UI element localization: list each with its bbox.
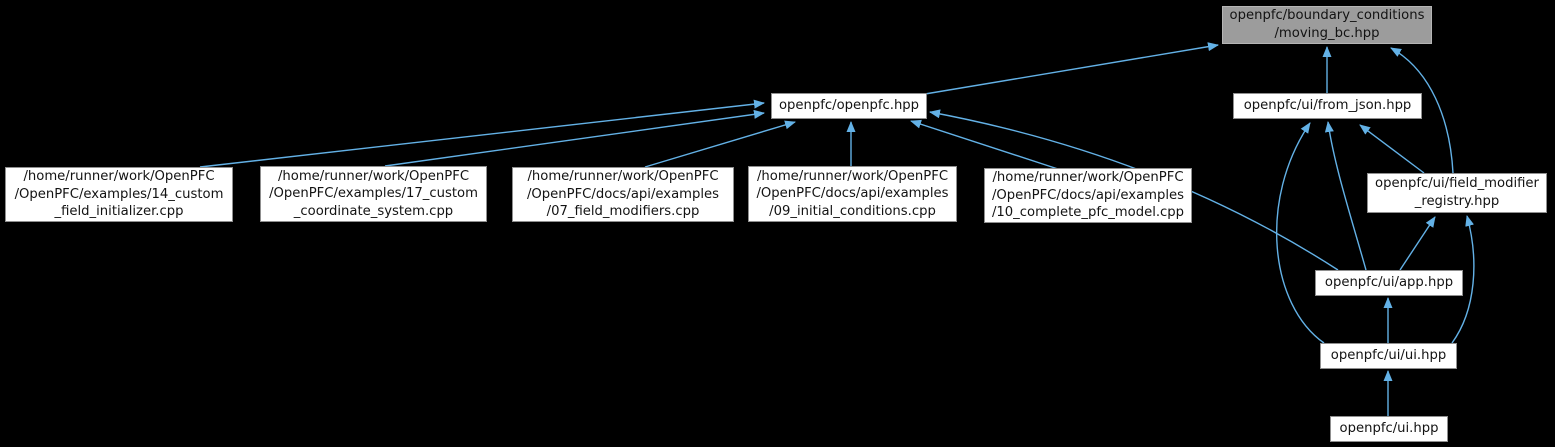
node-label-line: /10_complete_pfc_model.cpp <box>991 205 1185 221</box>
node-label-line: /home/runner/work/OpenPFC <box>527 169 719 185</box>
node-example-09-initial-conditions-cpp[interactable]: /home/runner/work/OpenPFC /OpenPFC/docs/… <box>748 166 957 222</box>
edge-app-to-from-json <box>1324 121 1367 271</box>
node-label-line: openpfc/ui/app.hpp <box>1324 275 1454 291</box>
node-label-line: /OpenPFC/docs/api/examples <box>991 187 1185 203</box>
node-label-line: /OpenPFC/examples/14_custom <box>14 186 224 202</box>
node-label-line: _coordinate_system.cpp <box>293 203 454 219</box>
node-openpfc-hpp[interactable]: openpfc/openpfc.hpp <box>771 93 927 119</box>
edge-openpfc-to-moving-bc <box>924 42 1219 95</box>
node-label-line: openpfc/ui/ui.hpp <box>1330 348 1447 364</box>
node-label-line: /home/runner/work/OpenPFC <box>756 168 949 184</box>
edge-ex17-to-openpfc <box>384 109 765 167</box>
node-ui-field-modifier-registry-hpp[interactable]: openpfc/ui/field_modifier _registry.hpp <box>1367 173 1547 213</box>
node-ui-from-json-hpp[interactable]: openpfc/ui/from_json.hpp <box>1233 93 1422 119</box>
edge-ex07-to-openpfc <box>644 120 796 168</box>
node-label-line: /OpenPFC/docs/api/examples <box>526 186 720 202</box>
edge-ui-ui-to-from-json <box>1276 122 1325 344</box>
node-label-line: /home/runner/work/OpenPFC <box>992 170 1184 186</box>
node-label-line: _field_initializer.cpp <box>54 204 184 220</box>
node-example-17-custom-coordinate-system-cpp[interactable]: /home/runner/work/OpenPFC /OpenPFC/examp… <box>260 166 487 222</box>
node-ui-ui-hpp[interactable]: openpfc/ui/ui.hpp <box>1320 343 1457 369</box>
edge-registry-to-from-json <box>1359 124 1425 174</box>
node-ui-app-hpp[interactable]: openpfc/ui/app.hpp <box>1315 270 1463 296</box>
node-example-14-custom-field-initializer-cpp[interactable]: /home/runner/work/OpenPFC /OpenPFC/examp… <box>5 167 233 222</box>
node-label-line: /OpenPFC/examples/17_custom <box>269 186 478 202</box>
edge-ex10-to-openpfc <box>910 119 1059 170</box>
node-label-line: _registry.hpp <box>1414 194 1500 209</box>
node-example-07-field-modifiers-cpp[interactable]: /home/runner/work/OpenPFC /OpenPFC/docs/… <box>512 167 734 222</box>
node-example-10-complete-pfc-model-cpp[interactable]: /home/runner/work/OpenPFC /OpenPFC/docs/… <box>984 168 1192 223</box>
node-label-line: openpfc/ui.hpp <box>1339 421 1439 437</box>
node-label-line: /09_initial_conditions.cpp <box>769 203 936 219</box>
edge-app-to-registry <box>1399 216 1436 271</box>
node-label-line: openpfc/openpfc.hpp <box>778 98 920 114</box>
node-label-line: /home/runner/work/OpenPFC <box>277 168 470 184</box>
node-label-line: /home/runner/work/OpenPFC <box>23 169 215 185</box>
node-moving-bc-hpp: openpfc/boundary_conditions /moving_bc.h… <box>1222 6 1432 44</box>
node-label-line: openpfc/boundary_conditions <box>1229 8 1425 24</box>
node-label-line: openpfc/ui/from_json.hpp <box>1243 98 1412 114</box>
edge-ex14-to-openpfc <box>199 99 765 168</box>
node-label-line: openpfc/ui/field_modifier <box>1375 176 1539 192</box>
node-ui-hpp[interactable]: openpfc/ui.hpp <box>1330 416 1448 442</box>
node-label-line: /OpenPFC/docs/api/examples <box>756 186 949 202</box>
node-label-line: /07_field_modifiers.cpp <box>546 204 700 220</box>
node-label-line: /moving_bc.hpp <box>1274 26 1380 41</box>
